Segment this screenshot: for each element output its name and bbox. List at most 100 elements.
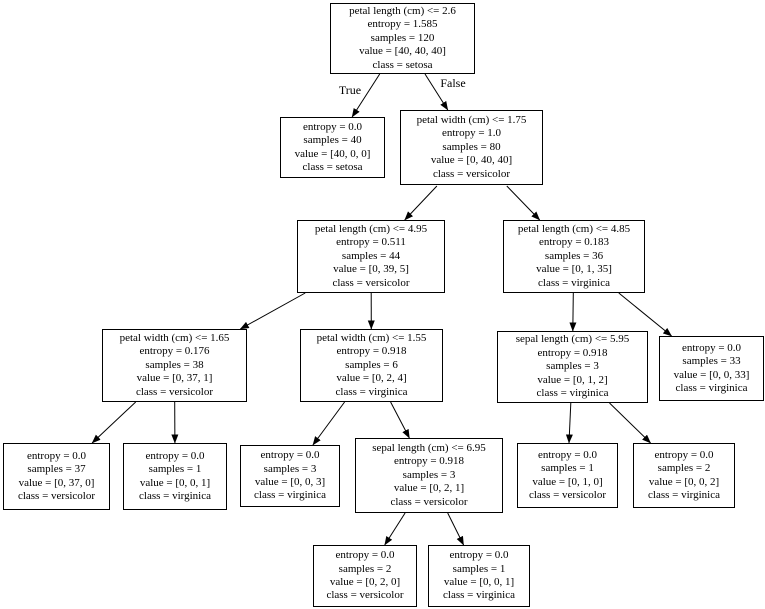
node-line: entropy = 0.176 (139, 345, 210, 358)
edge-label-true: True (339, 83, 361, 97)
node-line: petal width (cm) <= 1.55 (316, 331, 427, 344)
node-line: value = [0, 2, 1] (393, 482, 465, 495)
node-line: class = virginica (675, 381, 748, 394)
node-line: samples = 37 (27, 463, 86, 476)
node-line: class = virginica (536, 387, 609, 400)
node-line: samples = 1 (452, 562, 506, 575)
node-line: entropy = 0.918 (336, 345, 407, 358)
node-line: samples = 36 (544, 249, 604, 262)
node-line: samples = 120 (370, 31, 435, 44)
node-line: class = versicolor (390, 495, 468, 508)
node-line: sepal length (cm) <= 6.95 (372, 441, 486, 454)
node-line: entropy = 0.0 (654, 448, 714, 461)
node-line: value = [0, 37, 1] (136, 372, 213, 385)
edge-label-false: False (440, 76, 465, 90)
node-line: class = versicolor (17, 489, 96, 502)
edge-3-5 (239, 292, 306, 330)
node-line: value = [0, 40, 40] (430, 154, 513, 167)
edge-12-16 (447, 512, 465, 546)
node-line: samples = 3 (263, 462, 317, 475)
node-line: samples = 44 (341, 249, 401, 262)
node-line: class = virginica (254, 489, 326, 502)
edge-7-14 (609, 402, 651, 444)
node-line: value = [40, 0, 0] (294, 147, 371, 160)
edge-5-9 (91, 401, 137, 444)
node-line: class = versicolor (332, 276, 410, 289)
node-line: entropy = 0.918 (393, 455, 465, 468)
node-line: class = versicolor (135, 385, 214, 398)
node-line: entropy = 0.0 (335, 549, 395, 562)
edge-7-13 (565, 402, 573, 444)
node-line: entropy = 0.183 (538, 236, 610, 249)
edge-2-3 (404, 185, 438, 221)
node-line: petal width (cm) <= 1.75 (416, 113, 527, 126)
node-line: value = [0, 2, 0] (329, 576, 401, 588)
node-line: petal width (cm) <= 1.65 (119, 331, 230, 344)
node-line: entropy = 0.0 (681, 341, 742, 354)
node-line: entropy = 0.0 (449, 549, 509, 562)
node-line: class = versicolor (432, 167, 511, 180)
node-line: entropy = 0.0 (26, 449, 87, 462)
node-line: samples = 1 (541, 462, 594, 475)
node-line: value = [0, 0, 2] (648, 475, 720, 488)
node-line: samples = 3 (402, 468, 456, 481)
edge-0-1 (351, 73, 381, 118)
node-line: value = [0, 39, 5] (333, 263, 409, 276)
node-line: entropy = 1.0 (441, 127, 502, 140)
node-line: entropy = 0.0 (537, 448, 598, 461)
node-line: class = virginica (443, 589, 515, 602)
node-line: value = [0, 1, 35] (536, 263, 612, 276)
node-line: class = setosa (302, 160, 363, 173)
edge-4-8 (618, 292, 672, 337)
node-line: petal length (cm) <= 4.95 (314, 222, 428, 235)
node-line: value = [0, 37, 0] (18, 476, 95, 489)
node-line: sepal length (cm) <= 5.95 (515, 333, 630, 346)
node-line: petal length (cm) <= 4.85 (517, 222, 631, 235)
node-line: class = virginica (648, 488, 720, 501)
node-line: samples = 40 (303, 134, 362, 147)
node-line: entropy = 0.918 (537, 346, 608, 359)
node-line: class = versicolor (326, 589, 404, 602)
node-line: entropy = 0.0 (145, 449, 205, 462)
node-line: entropy = 0.0 (302, 120, 363, 133)
node-line: petal length (cm) <= 2.6 (349, 4, 456, 17)
node-line: value = [0, 1, 0] (532, 475, 603, 488)
node-line: entropy = 1.585 (367, 18, 438, 31)
node-line: class = virginica (139, 489, 211, 502)
node-line: value = [0, 0, 33] (673, 368, 750, 381)
node-line: entropy = 0.511 (336, 236, 406, 249)
edge-4-7 (569, 292, 577, 332)
node-line: samples = 80 (442, 140, 501, 153)
node-line: value = [0, 0, 1] (443, 576, 515, 588)
node-line: samples = 3 (546, 360, 599, 373)
node-line: value = [0, 0, 1] (139, 476, 211, 489)
node-line: samples = 33 (682, 355, 741, 368)
node-line: value = [0, 0, 3] (254, 476, 326, 488)
node-line: samples = 2 (338, 562, 392, 575)
node-line: value = [40, 40, 40] (359, 45, 446, 58)
node-line: samples = 6 (345, 358, 398, 371)
node-line: class = versicolor (528, 488, 607, 501)
edge-6-11 (312, 401, 346, 446)
edge-6-12 (390, 401, 410, 439)
node-line: entropy = 0.0 (260, 449, 320, 462)
node-line: samples = 38 (145, 358, 204, 371)
